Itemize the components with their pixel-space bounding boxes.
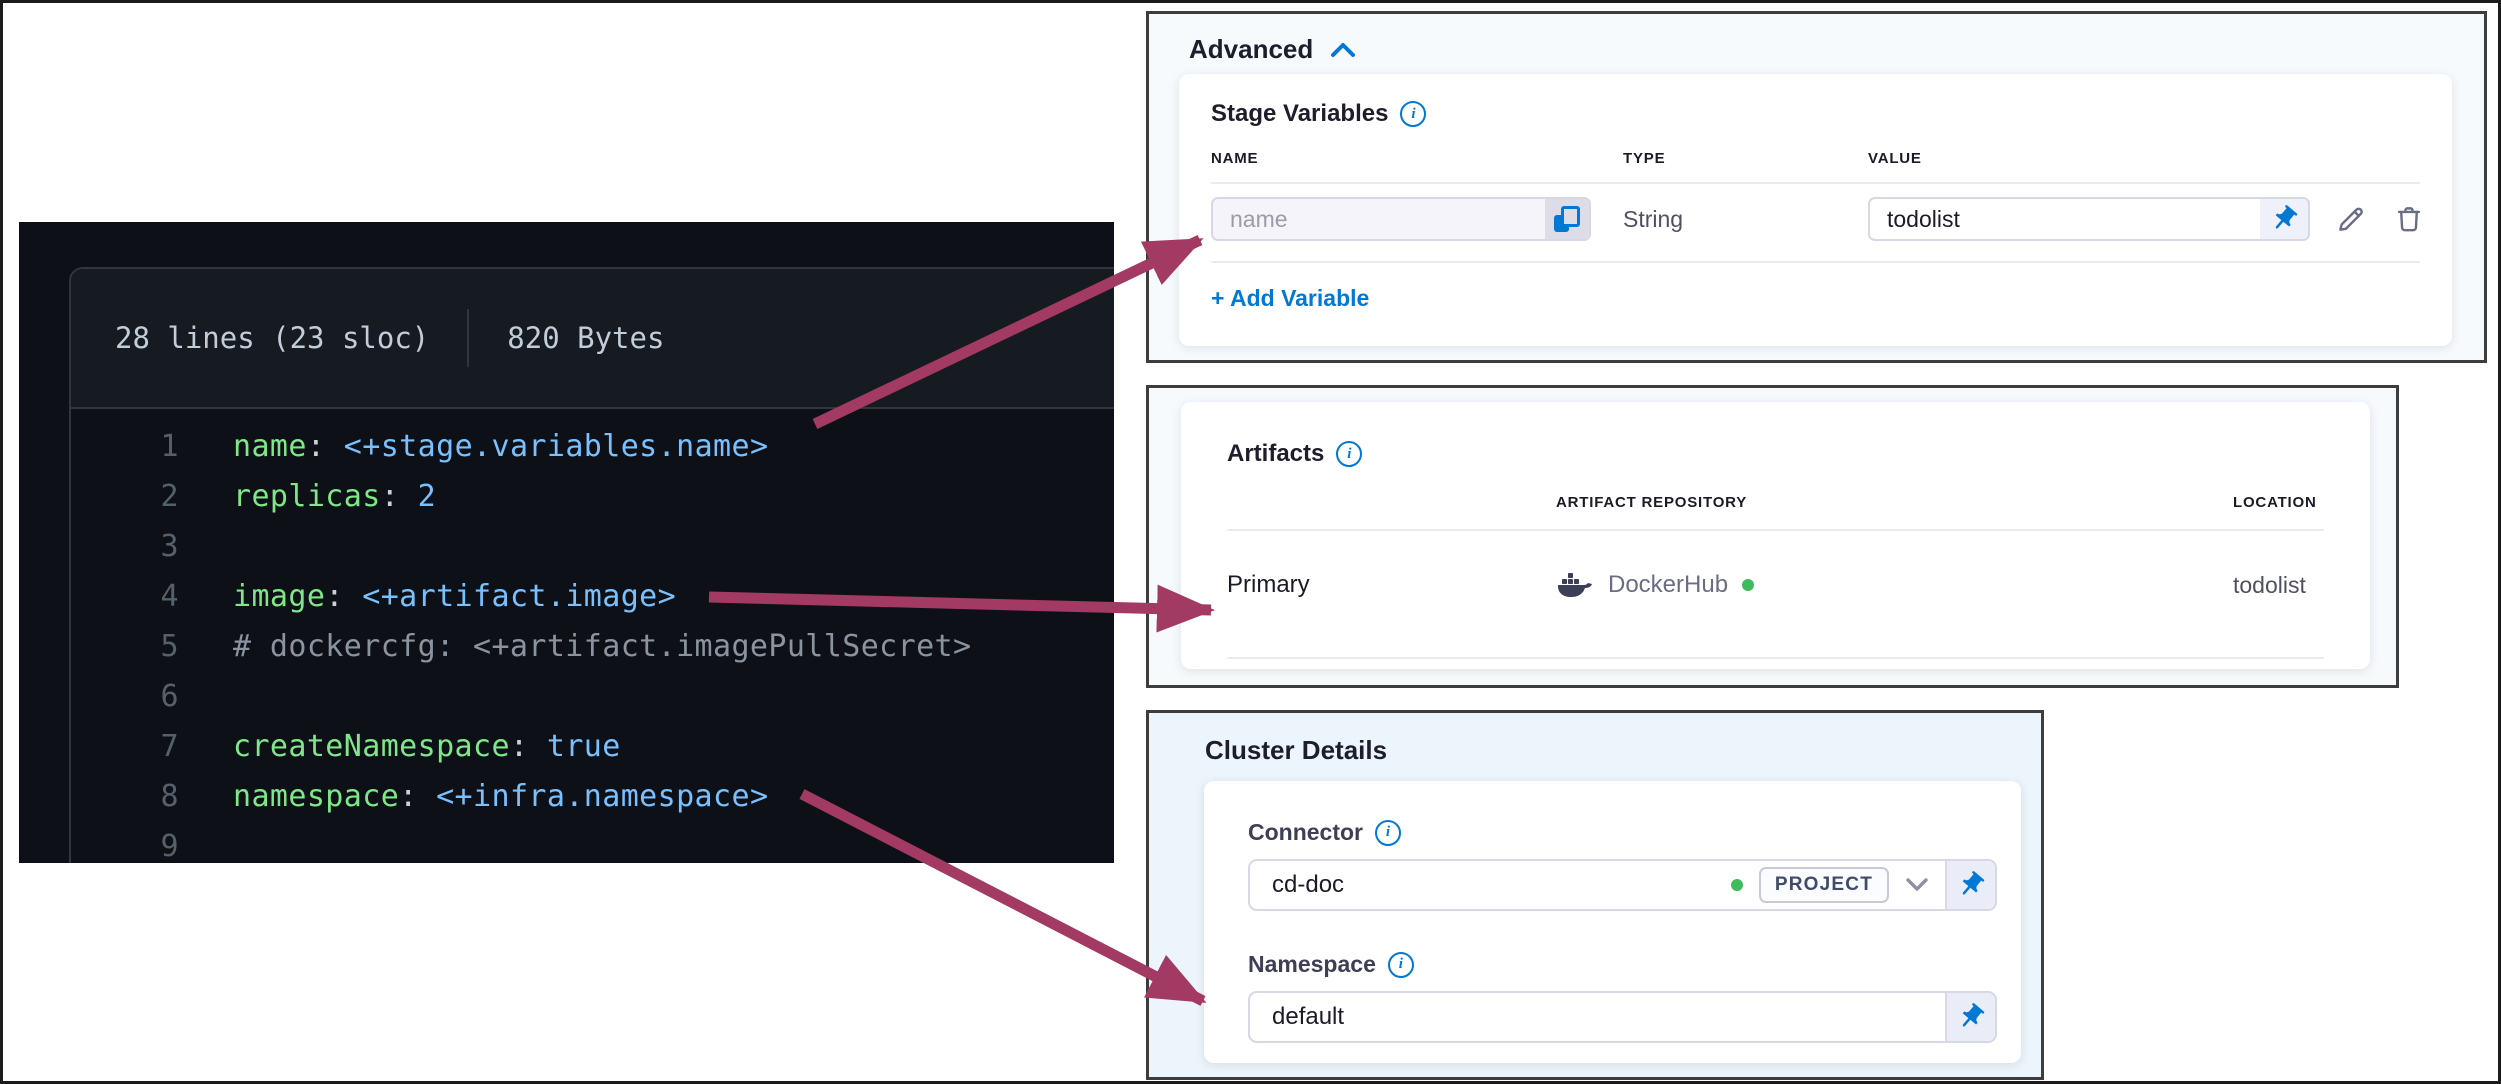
artifact-label: Primary [1227,571,1310,598]
pencil-icon [2339,207,2363,231]
code-line: 5 # dockercfg: <+artifact.imagePullSecret… [71,621,1114,671]
column-header-value: VALUE [1868,150,1922,167]
file-lines-info: 28 lines (23 sloc) [115,321,430,355]
line-number: 6 [160,678,179,714]
info-icon[interactable]: i [1400,101,1427,127]
column-header-location: LOCATION [2233,494,2317,511]
connector-input[interactable]: cd-doc PROJECT [1248,859,1997,911]
advanced-title: Advanced [1189,34,1314,64]
code-line: 4 image: <+artifact.image> [71,571,1114,621]
docker-whale-icon [1558,573,1592,597]
artifact-location: todolist [2233,571,2306,598]
trash-icon [2397,207,2421,232]
header-divider [467,309,470,367]
line-number: 8 [160,778,179,814]
namespace-field-group: Namespace i default [1248,951,1997,1043]
line-number: 9 [160,828,179,864]
divider [1211,261,2420,263]
line-number: 4 [160,578,179,614]
file-view-card: 28 lines (23 sloc) 820 Bytes 1 name: <+st… [69,267,1114,863]
divider [1211,182,2420,184]
code-text: namespace: <+infra.namespace> [233,778,769,814]
line-number: 2 [160,478,179,514]
code-line: 7 createNamespace: true [71,721,1114,771]
namespace-input[interactable]: default [1248,991,1997,1043]
pin-button[interactable] [1945,861,1995,909]
line-number: 1 [160,428,179,464]
divider [1227,657,2324,659]
status-dot [1742,579,1755,591]
connector-dropdown-button[interactable] [1905,878,1929,892]
line-number: 3 [160,528,179,564]
code-text: createNamespace: true [233,728,621,764]
code-editor-panel: 28 lines (23 sloc) 820 Bytes 1 name: <+st… [19,222,1114,863]
connector-label: Connector [1248,819,1363,845]
stage-variables-header-row: NAME TYPE VALUE [1211,150,2420,167]
stage-variables-title: Stage Variables [1211,100,1389,127]
variable-value-input[interactable]: todolist [1868,197,2310,241]
column-header-name: NAME [1211,150,1259,167]
code-text: name: <+stage.variables.name> [233,428,769,464]
artifacts-panel: Artifacts i ARTIFACT REPOSITORY LOCATION… [1146,385,2399,688]
cluster-details-panel: Cluster Details Connector i cd-doc PROJE… [1146,710,2044,1080]
variable-name-input[interactable]: name [1211,197,1591,241]
artifacts-header-row: ARTIFACT REPOSITORY LOCATION [1227,494,2324,511]
artifacts-card: Artifacts i ARTIFACT REPOSITORY LOCATION… [1181,402,2370,669]
info-icon[interactable]: i [1336,441,1363,467]
delete-variable-button[interactable] [2392,202,2426,236]
pin-button[interactable] [1945,993,1995,1041]
column-header-type: TYPE [1623,150,1666,167]
edit-variable-button[interactable] [2334,202,2368,236]
file-header: 28 lines (23 sloc) 820 Bytes [71,269,1114,409]
cluster-details-card: Connector i cd-doc PROJECT [1204,781,2021,1063]
code-line: 2 replicas: 2 [71,471,1114,521]
code-text: # dockercfg: <+artifact.imagePullSecret> [233,628,972,664]
code-lines: 1 name: <+stage.variables.name> 2 replicas:… [71,409,1114,864]
artifacts-title: Artifacts [1227,440,1325,467]
chevron-down-icon [1906,878,1928,891]
copy-button[interactable] [1545,199,1589,239]
advanced-panel: Advanced Stage Variables i NAME TYPE VAL… [1146,11,2487,363]
stage-variables-card: Stage Variables i NAME TYPE VALUE name S… [1179,74,2452,346]
info-icon[interactable]: i [1375,819,1401,846]
code-line: 8 namespace: <+infra.namespace> [71,771,1114,821]
code-text: replicas: 2 [233,478,437,514]
file-size-info: 820 Bytes [507,321,665,355]
connector-field-group: Connector i cd-doc PROJECT [1248,819,1997,911]
pin-icon [1962,871,1985,895]
chevron-up-icon[interactable] [1329,41,1357,58]
variable-name-placeholder: name [1230,205,1288,232]
advanced-header[interactable]: Advanced [1189,34,2484,65]
pin-icon [2275,205,2298,229]
pin-icon [1962,1003,1985,1027]
artifact-repository-name: DockerHub [1608,571,1729,598]
namespace-label: Namespace [1248,951,1376,977]
status-dot [1730,879,1743,891]
code-line: 3 [71,521,1114,571]
divider [1227,529,2324,531]
copy-icon [1554,206,1580,232]
connector-value: cd-doc [1272,871,1345,898]
variable-type: String [1623,205,1684,232]
pin-button[interactable] [2260,199,2308,239]
stage-variable-row: name String todolist [1211,197,2421,241]
code-line: 6 [71,671,1114,721]
line-number: 5 [160,628,179,664]
code-text: image: <+artifact.image> [233,578,677,614]
add-variable-link[interactable]: + Add Variable [1211,285,1370,311]
artifact-row: Primary DockerHub todolist [1227,531,2324,639]
namespace-value: default [1272,1003,1345,1030]
code-line: 1 name: <+stage.variables.name> [71,421,1114,471]
cluster-details-title: Cluster Details [1205,735,1388,765]
scope-badge: PROJECT [1758,867,1889,903]
info-icon[interactable]: i [1387,951,1414,978]
code-line: 9 [71,821,1114,864]
variable-value-text: todolist [1887,205,1960,232]
column-header-artifact-repository: ARTIFACT REPOSITORY [1556,494,1748,511]
line-number: 7 [160,728,179,764]
